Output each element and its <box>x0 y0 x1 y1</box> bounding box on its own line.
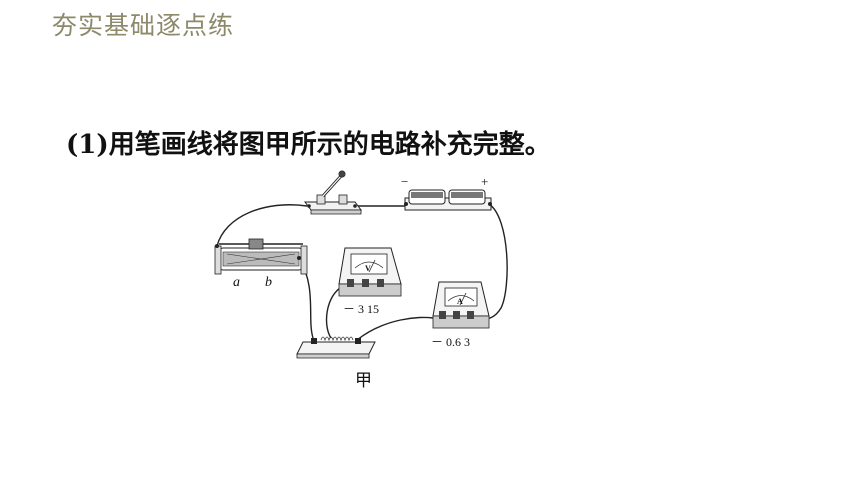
rheostat-terminal-b: b <box>265 275 272 290</box>
figure-caption: 甲 <box>355 371 372 390</box>
circuit-diagram: − + a b V － 3 15 A <box>214 170 508 390</box>
slide-header: 夯实基础逐点练 <box>52 11 235 40</box>
voltmeter-symbol: V <box>365 264 371 273</box>
voltmeter: V － 3 15 <box>338 247 402 316</box>
wire-voltmeter-to-board <box>325 285 344 339</box>
wire-switch-to-rheostat <box>216 204 308 247</box>
ammeter: A － 0.6 3 <box>431 281 490 349</box>
voltmeter-terminal-labels: － 3 15 <box>343 302 379 316</box>
resistor-board <box>296 336 376 359</box>
ammeter-terminal-labels: － 0.6 3 <box>431 335 470 349</box>
wire-board-to-ammeter <box>356 316 434 341</box>
battery-minus-label: − <box>401 174 408 189</box>
sliding-rheostat: a b <box>214 238 308 290</box>
question-text: (1)用笔画线将图甲所示的电路补充完整。 <box>66 130 551 160</box>
knife-switch <box>304 170 362 215</box>
battery-holder: − + <box>401 174 492 211</box>
battery-plus-label: + <box>481 174 488 189</box>
wire-battery-to-ammeter <box>482 203 508 320</box>
ammeter-symbol: A <box>457 297 463 306</box>
rheostat-terminal-a: a <box>233 275 240 290</box>
